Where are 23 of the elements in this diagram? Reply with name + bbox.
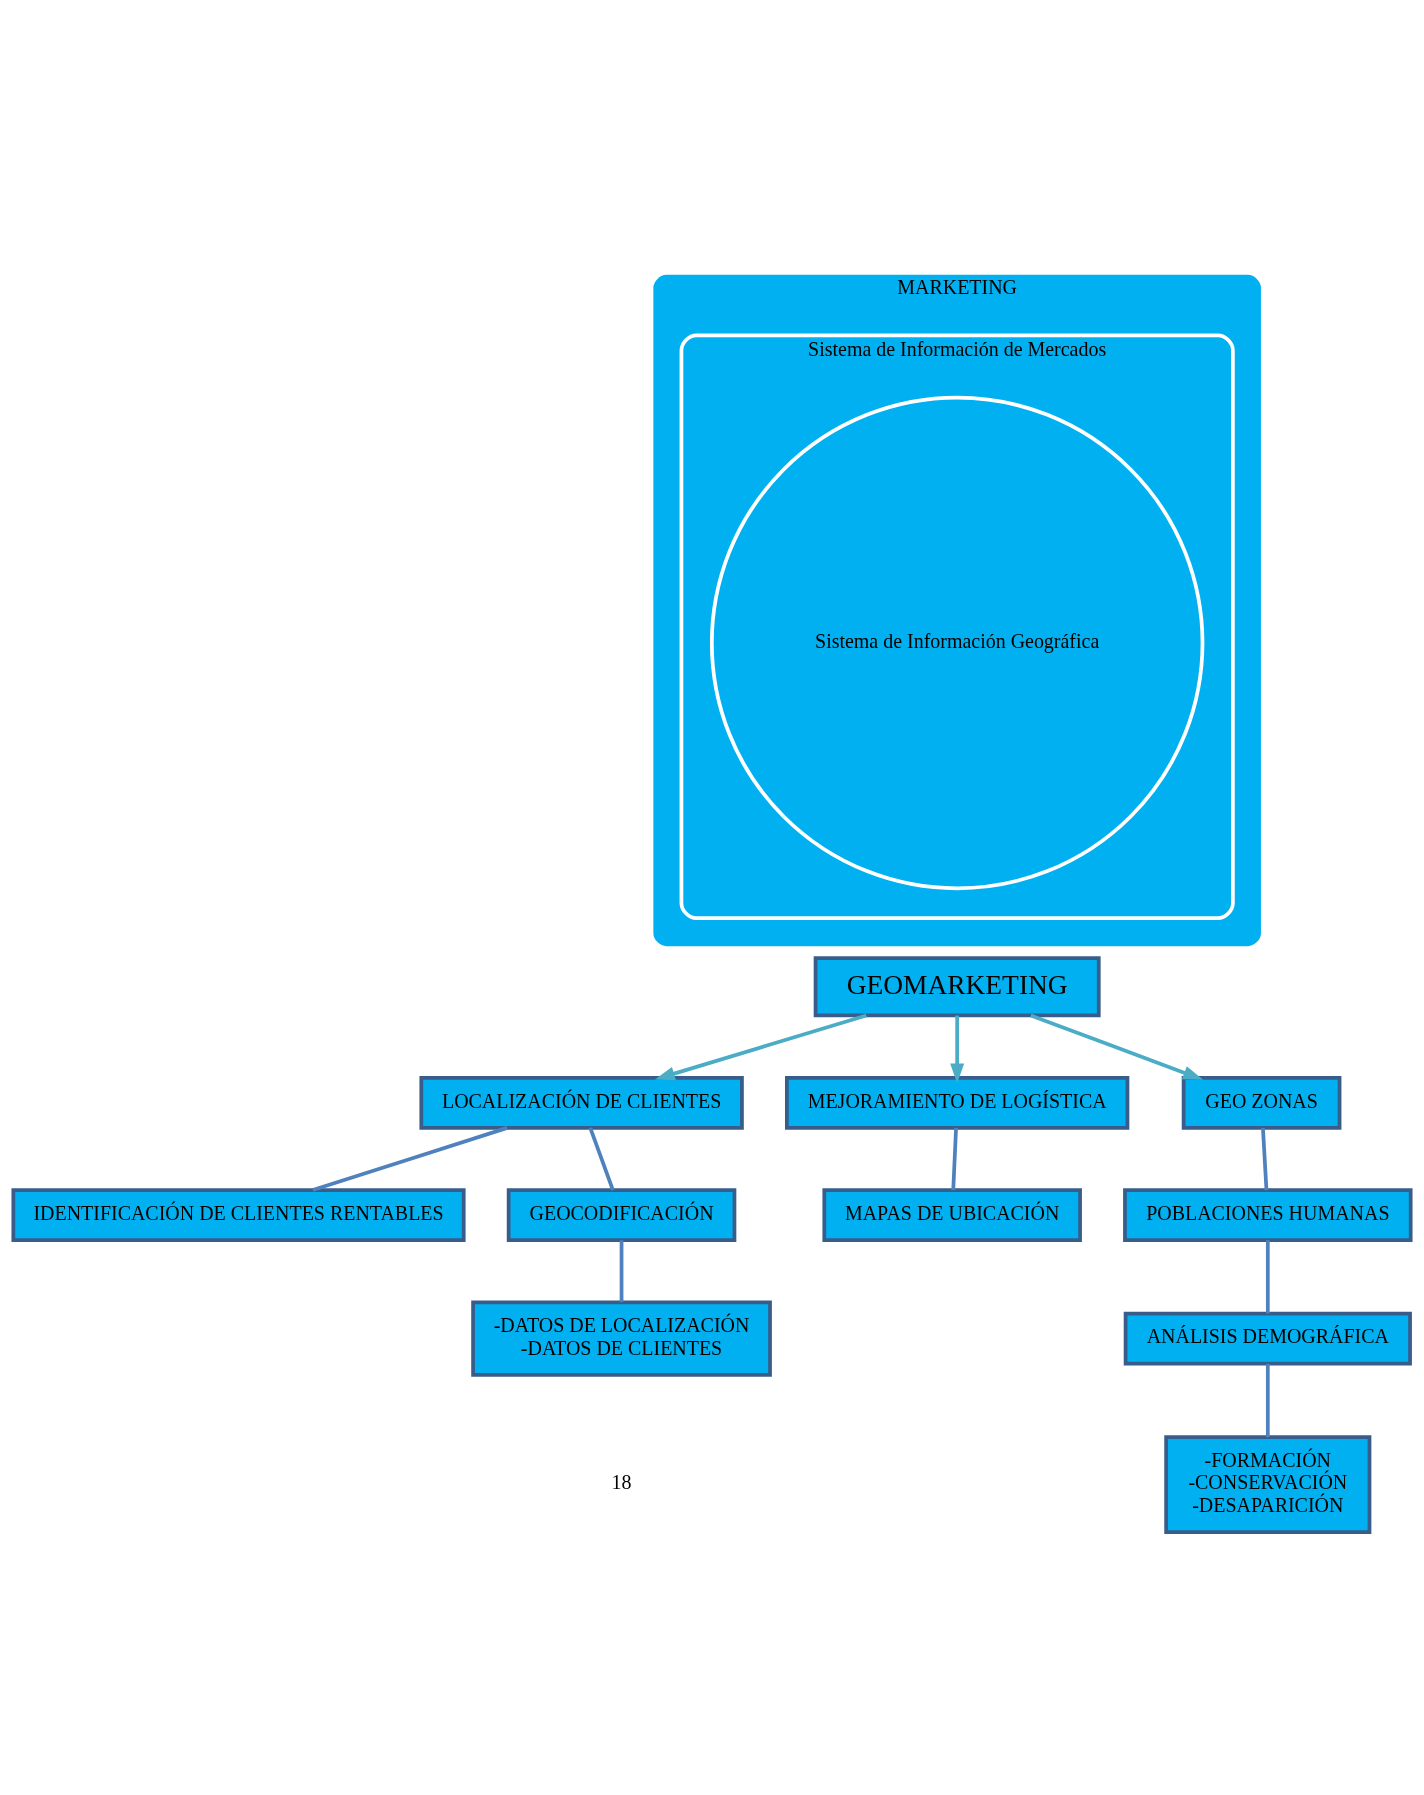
connector: [619, 1240, 624, 1303]
node-circle: Sistema de Información Geográfica: [709, 395, 1205, 891]
arrow: [654, 1013, 867, 1081]
node-box: GEO ZONAS: [1181, 1076, 1342, 1130]
node-box: -FORMACIÓN -CONSERVACIÓN -DESAPARICIÓN: [1164, 1435, 1372, 1534]
node-box: MAPAS DE UBICACIÓN: [822, 1188, 1082, 1242]
node-box: GEOCODIFICACIÓN: [506, 1188, 737, 1242]
connector: [1261, 1127, 1269, 1191]
node-box: MEJORAMIENTO DE LOGÍSTICA: [785, 1076, 1130, 1130]
arrow: [1030, 1013, 1204, 1080]
node-box: IDENTIFICACIÓN DE CLIENTES RENTABLES: [11, 1188, 466, 1242]
connector: [312, 1126, 508, 1192]
label: 18: [611, 1471, 632, 1494]
node-box: GEOMARKETING: [813, 956, 1101, 1018]
node-box: LOCALIZACIÓN DE CLIENTES: [419, 1076, 744, 1130]
node-box: -DATOS DE LOCALIZACIÓN -DATOS DE CLIENTES: [471, 1300, 772, 1377]
connector: [1265, 1240, 1270, 1314]
connector: [1265, 1363, 1270, 1438]
node-box: POBLACIONES HUMANAS: [1123, 1188, 1413, 1242]
arrow: [950, 1015, 965, 1084]
node-box: ANÁLISIS DEMOGRÁFICA: [1123, 1311, 1412, 1366]
connector: [588, 1127, 615, 1191]
connector: [951, 1127, 958, 1191]
